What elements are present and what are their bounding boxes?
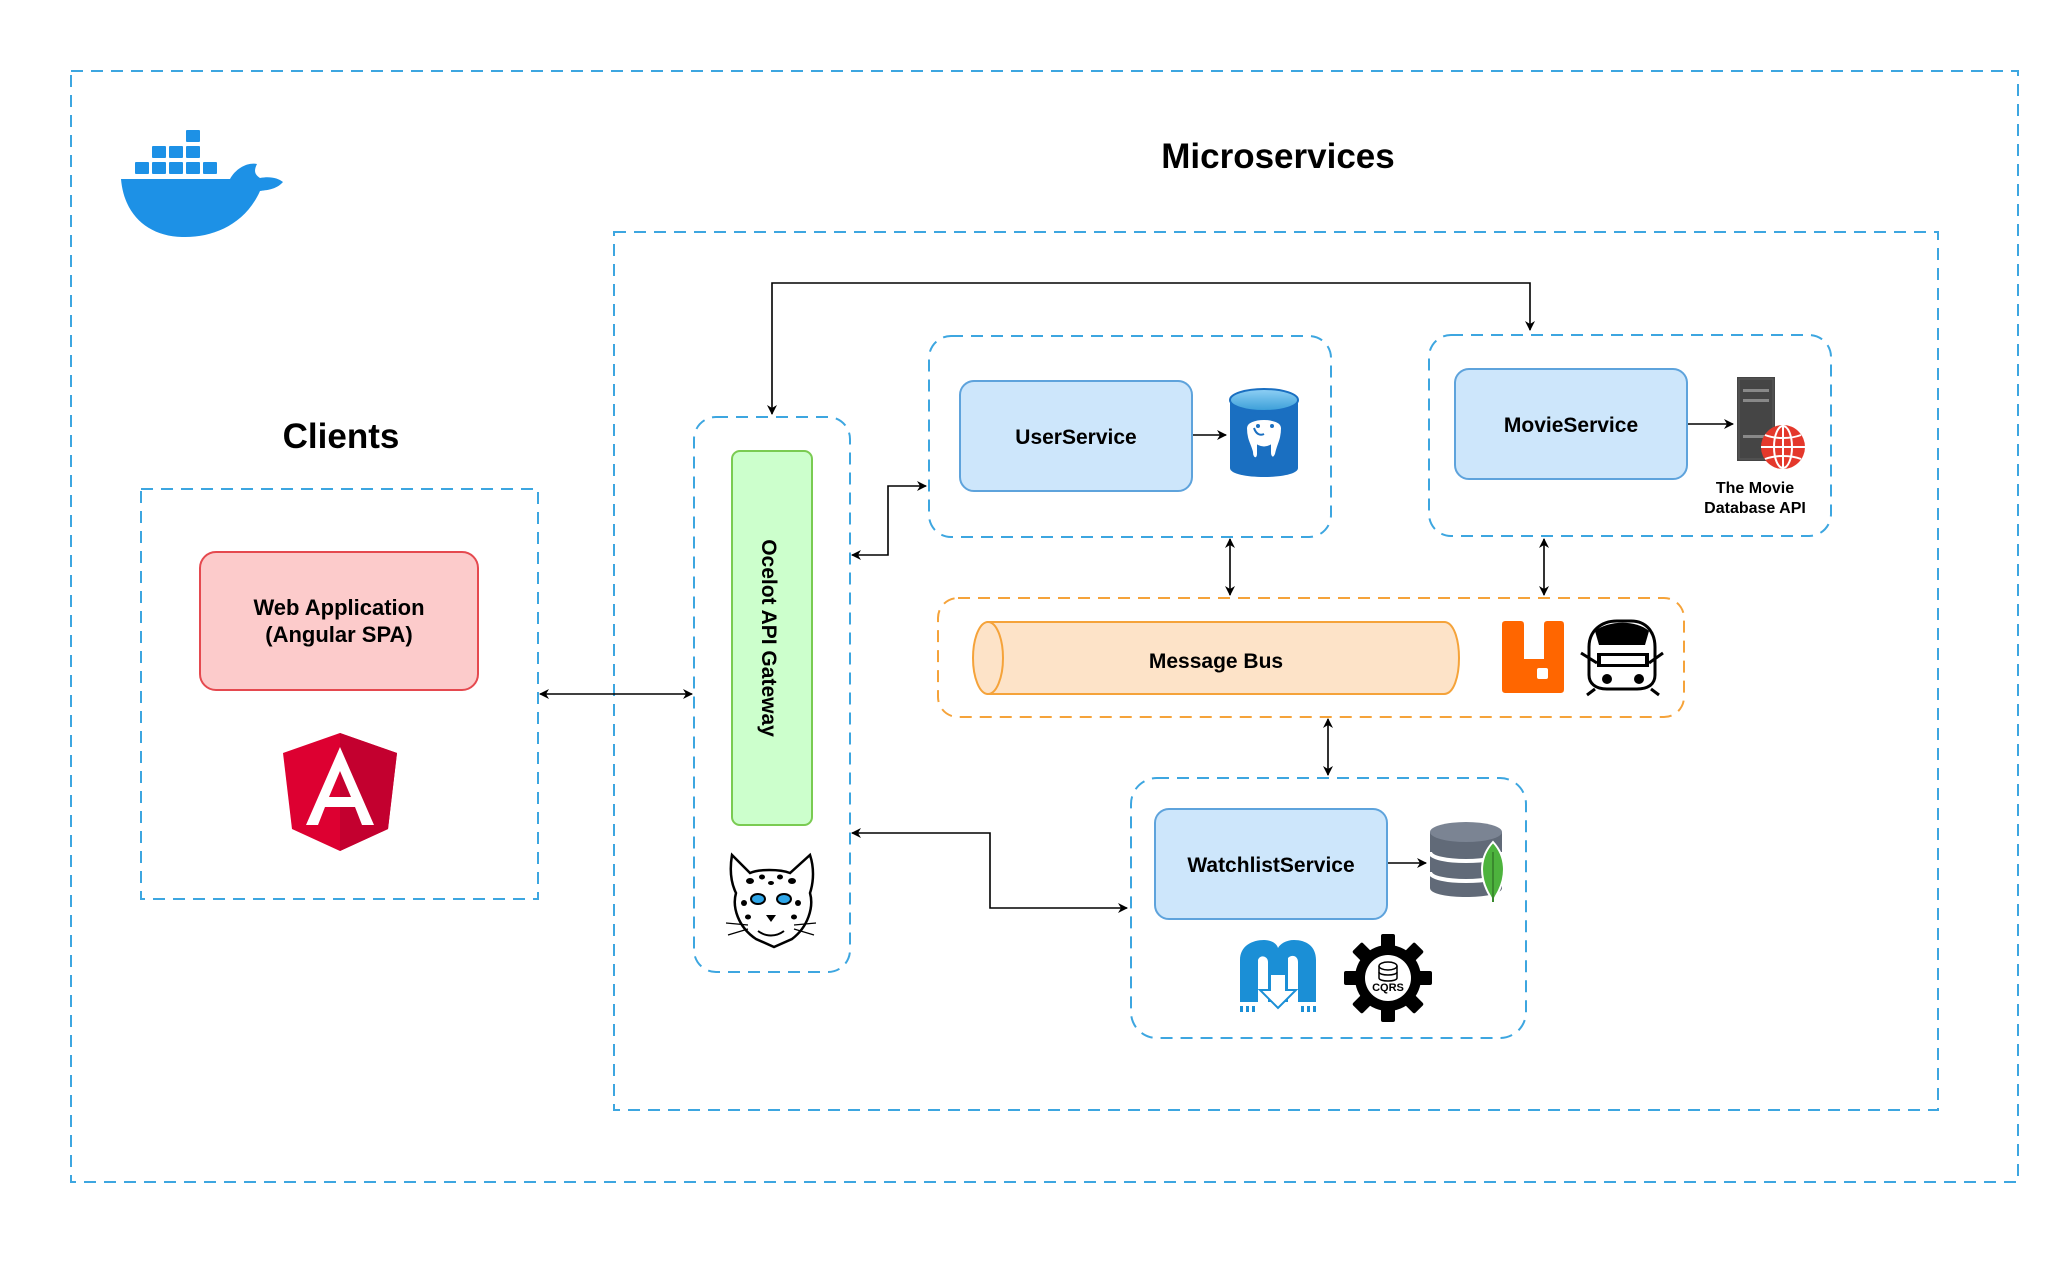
gateway-container — [693, 416, 851, 973]
ocelot-api-gateway-node — [731, 450, 813, 826]
gateway-watchlist-connector — [851, 828, 1128, 913]
clients-title: Clients — [283, 417, 400, 456]
mongodb-icon — [1428, 822, 1505, 905]
server-globe-icon — [1737, 377, 1805, 469]
web-application-node — [199, 551, 479, 691]
web-application-label: Web Application (Angular SPA) — [253, 595, 425, 647]
masstransit-icon — [1580, 619, 1664, 697]
gateway-label: Ocelot API Gateway — [757, 539, 780, 737]
tmdb-label: The Movie Database API — [1704, 480, 1806, 517]
watchlist-service-container — [1130, 777, 1527, 1039]
angular-icon — [283, 733, 397, 851]
docker-host-container — [70, 70, 2019, 1183]
message-bus-container — [937, 597, 1685, 718]
movie-service-container — [1428, 334, 1832, 537]
gateway-user-connector — [851, 481, 927, 560]
watchlist-service-node — [1154, 808, 1388, 920]
watchlist-service-label: WatchlistService — [1187, 854, 1354, 877]
message-bus-label: Message Bus — [1149, 650, 1283, 673]
cqrs-icon — [1344, 934, 1432, 1022]
gateway-movie-connector — [767, 282, 1535, 415]
microservices-container — [613, 231, 1939, 1111]
movie-service-label: MovieService — [1504, 414, 1638, 437]
user-service-label: UserService — [1015, 426, 1136, 449]
mediatr-icon — [1240, 940, 1316, 1012]
user-service-container — [928, 335, 1332, 538]
microservices-title: Microservices — [1161, 137, 1394, 176]
clients-container — [140, 488, 539, 900]
postgresql-icon — [1229, 388, 1299, 477]
docker-icon — [121, 130, 283, 238]
rabbitmq-icon — [1502, 621, 1564, 693]
message-bus-node — [972, 621, 1460, 695]
cqrs-label: CQRS — [1372, 982, 1404, 994]
ocelot-icon — [725, 852, 817, 949]
